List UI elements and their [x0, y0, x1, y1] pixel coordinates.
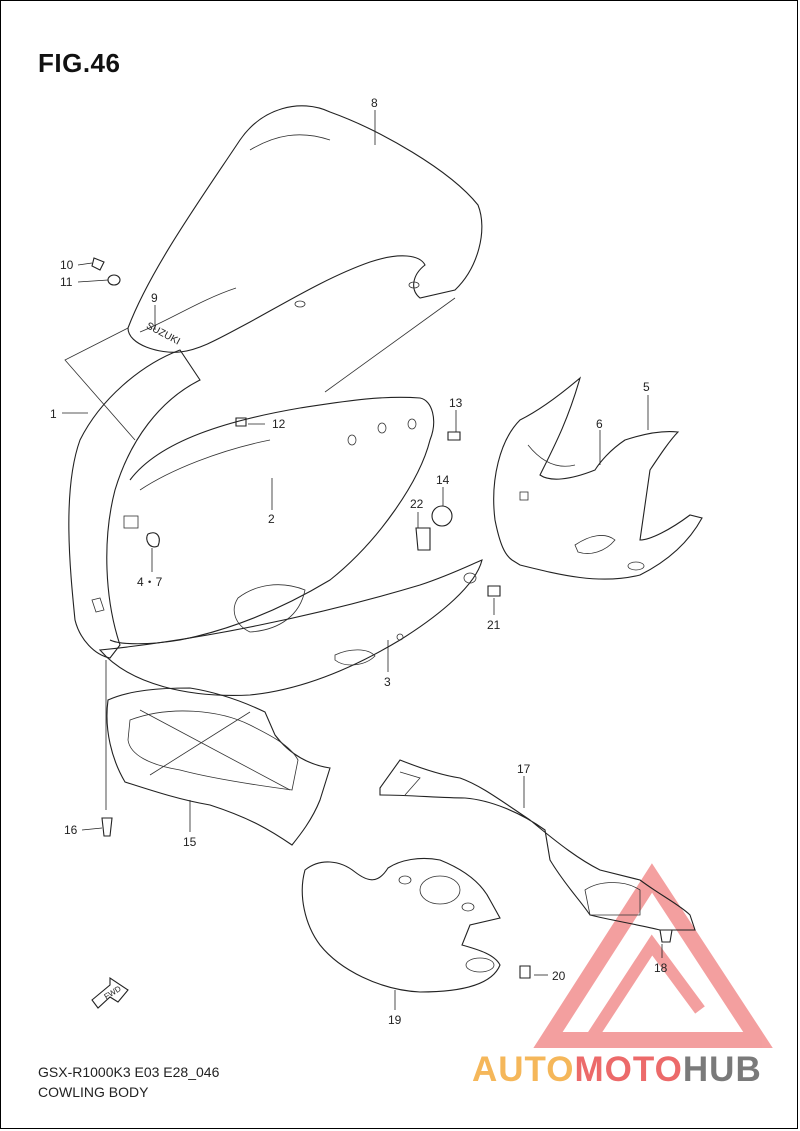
screw-10	[91, 257, 105, 271]
callout-4-7: 4・7	[137, 575, 163, 589]
screw-20	[519, 965, 531, 979]
watermark-part-moto: MOTO	[574, 1050, 683, 1089]
grommet-14	[431, 505, 453, 527]
footer-model-code: GSX-R1000K3 E03 E28_046	[38, 1064, 220, 1080]
callout-14: 14	[436, 473, 450, 487]
figure-title: FIG.46	[38, 48, 121, 78]
callout-21: 21	[487, 618, 501, 632]
assembly-guide-lines	[64, 297, 456, 441]
callout-11: 11	[60, 275, 73, 289]
callout-1: 1	[50, 407, 57, 421]
watermark-text: AUTOMOTOHUB	[472, 1050, 762, 1090]
callout-3: 3	[384, 675, 391, 689]
part-inner-panel-left	[106, 687, 331, 846]
nut-4-7	[146, 532, 160, 548]
part-side-panel	[98, 559, 483, 696]
bolt-12	[235, 417, 247, 427]
clip-22	[415, 527, 431, 551]
callout-17: 17	[517, 762, 531, 776]
washer-11	[107, 274, 121, 286]
callout-15: 15	[183, 835, 197, 849]
callout-12: 12	[272, 417, 286, 431]
callout-19: 19	[388, 1013, 402, 1027]
part-windscreen: SUZUKI	[127, 105, 483, 353]
callout-13: 13	[449, 396, 463, 410]
footer-section-name: COWLING BODY	[38, 1084, 149, 1100]
fasteners	[91, 257, 673, 979]
bolt-13	[447, 431, 461, 441]
callout-10: 10	[60, 258, 74, 272]
part-lower-cover	[301, 857, 501, 993]
bolt-21	[487, 585, 501, 597]
watermark-part-auto: AUTO	[472, 1050, 575, 1089]
watermark-triangle	[533, 863, 773, 1048]
callout-labels: 1 2 3 4・7 5 6 8 9 10 11 12 13 14 15 16 1…	[50, 96, 668, 1027]
callout-20: 20	[552, 969, 566, 983]
part-side-cowling-right	[493, 376, 703, 580]
callout-22: 22	[410, 497, 424, 511]
screw-16	[101, 817, 113, 837]
callout-16: 16	[64, 823, 78, 837]
part-air-duct	[379, 759, 696, 931]
fwd-arrow-icon: FWD	[91, 976, 129, 1009]
bolt-18	[659, 929, 673, 943]
callout-5: 5	[643, 380, 650, 394]
callout-6: 6	[596, 417, 603, 431]
callout-leaders	[62, 110, 663, 1010]
part-upper-cowling	[68, 349, 435, 659]
watermark-part-hub: HUB	[682, 1050, 762, 1089]
windscreen-logo: SUZUKI	[144, 321, 182, 348]
callout-8: 8	[371, 96, 378, 110]
callout-9: 9	[151, 291, 158, 305]
callout-2: 2	[268, 512, 275, 526]
callout-18: 18	[654, 961, 668, 975]
